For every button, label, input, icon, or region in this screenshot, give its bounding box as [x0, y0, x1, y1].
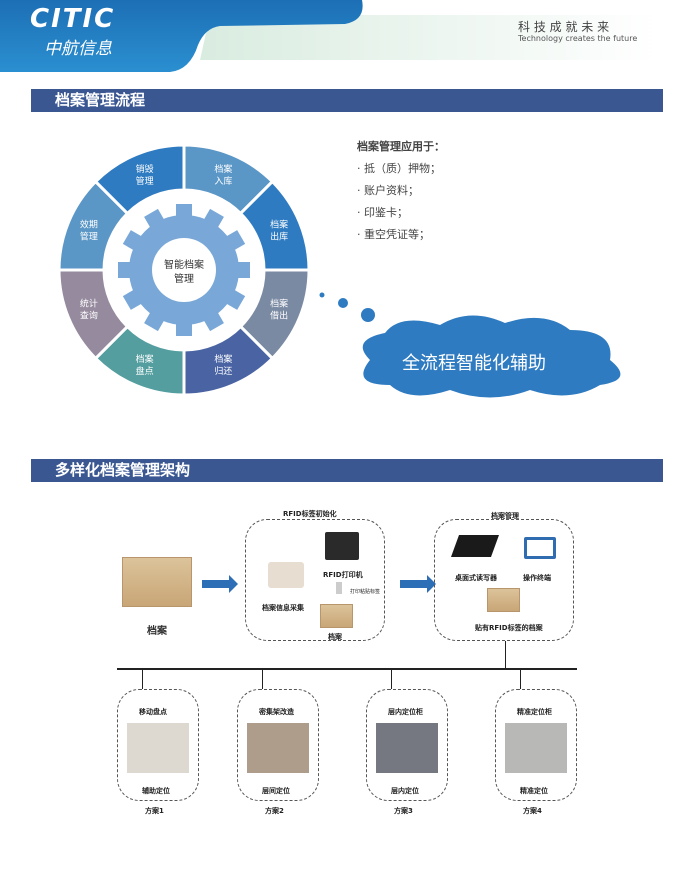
arrow-right-icon [400, 575, 436, 593]
usage-title: 档案管理应用于： [357, 140, 445, 153]
manage-title: 档案管理 [491, 512, 519, 520]
usage-item: · 账户资料； [357, 184, 419, 197]
logo-cn: 中航信息 [44, 39, 112, 59]
plan-3-group [366, 689, 448, 801]
connector [391, 669, 392, 689]
arrow-right-icon [202, 575, 238, 593]
monitor-icon [524, 537, 556, 559]
center-label: 智能档案 [164, 258, 204, 271]
slogan-cn: 科 技 成 就 未 来 [518, 20, 610, 34]
plan-name: 方案3 [394, 807, 413, 815]
collect-image [268, 562, 304, 588]
segment-label: 归还 [214, 365, 232, 377]
segment-label: 管理 [80, 231, 98, 243]
tagged-label: 贴有RFID标签的档案 [475, 624, 543, 632]
archive-box-image [122, 557, 192, 607]
segment-label: 档案 [136, 353, 154, 365]
plan-top-label: 精准定位柜 [517, 708, 552, 716]
plan-top-label: 层内定位柜 [388, 708, 423, 716]
plan-bottom-label: 辅助定位 [142, 787, 170, 795]
plan-name: 方案4 [523, 807, 542, 815]
segment-label: 销毁 [136, 163, 154, 175]
center-label: 管理 [174, 272, 194, 285]
archive-small-label: 档案 [328, 633, 342, 641]
tagged-archive-image [487, 588, 520, 612]
segment-label: 出库 [270, 231, 288, 243]
plan-image [247, 723, 309, 773]
cloud [319, 292, 621, 398]
terminal-label: 操作终端 [523, 574, 551, 582]
plan-top-label: 密集架改造 [259, 708, 294, 716]
segment-label: 档案 [214, 163, 232, 175]
segment-label: 统计 [80, 297, 98, 309]
cloud-text: 全流程智能化辅助 [402, 353, 546, 374]
plan-name: 方案2 [265, 807, 284, 815]
reader-label: 桌面式读写器 [455, 574, 497, 582]
section-title-process: 档案管理流程 [31, 89, 663, 112]
connector [505, 641, 506, 668]
usage-list: 档案管理应用于： · 抵（质）押物； · 账户资料； · 印鉴卡； · 重空凭证等； [357, 138, 445, 242]
bus-line [117, 668, 577, 670]
collect-label: 档案信息采集 [262, 604, 304, 612]
plan-image [127, 723, 189, 773]
reader-image [450, 535, 500, 557]
connector [262, 669, 263, 689]
rfid-init-title: RFID标签初始化 [283, 510, 337, 518]
connector [142, 669, 143, 689]
rfid-init-group [245, 519, 385, 641]
logo: CITIC [30, 4, 116, 34]
print-note: 打印粘贴标签 [350, 589, 381, 595]
printer-label: RFID打印机 [323, 571, 363, 579]
plan-image [376, 723, 438, 773]
arrow-down-icon [336, 582, 342, 594]
printer-image [325, 532, 359, 560]
usage-item: · 印鉴卡； [357, 206, 408, 219]
segment-label: 查询 [80, 309, 98, 321]
plan-bottom-label: 层间定位 [262, 787, 290, 795]
section-title-architecture: 多样化档案管理架构 [31, 459, 663, 482]
manage-group [434, 519, 574, 641]
plan-4-group [495, 689, 577, 801]
slogan-en: Technology creates the future [518, 34, 638, 43]
segment-label: 档案 [214, 353, 232, 365]
segment-label: 档案 [270, 297, 288, 309]
header-banner [0, 0, 660, 72]
segment-label: 借出 [270, 309, 288, 321]
segment-label: 效期 [80, 219, 98, 231]
plan-top-label: 移动盘点 [139, 708, 167, 716]
usage-item: · 抵（质）押物； [357, 162, 441, 175]
segment-7 [93, 143, 186, 216]
plan-name: 方案1 [145, 807, 164, 815]
segment-label: 管理 [136, 175, 154, 187]
segment-label: 盘点 [136, 365, 154, 377]
segment-label: 档案 [270, 219, 288, 231]
archive-label: 档案 [147, 626, 167, 637]
plan-bottom-label: 层内定位 [391, 787, 419, 795]
plan-bottom-label: 精准定位 [520, 787, 548, 795]
segment-label: 入库 [214, 175, 232, 187]
plan-1-group [117, 689, 199, 801]
plan-image [505, 723, 567, 773]
usage-item: · 重空凭证等； [357, 228, 430, 241]
archive-small-image [320, 604, 353, 628]
connector [520, 669, 521, 689]
plan-2-group [237, 689, 319, 801]
gear-icon [118, 204, 250, 336]
